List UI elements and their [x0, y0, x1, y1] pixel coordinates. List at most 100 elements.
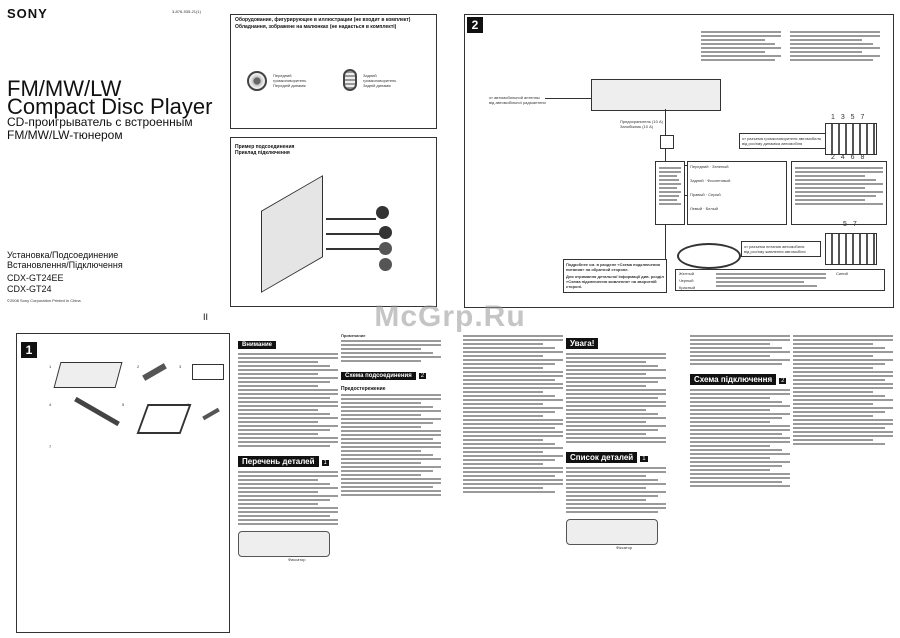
front-speaker-label-2: громкоговоритель [273, 78, 307, 83]
rear-speaker-label-2: громкоговоритель [363, 78, 397, 83]
table-cell: Правый [690, 192, 705, 197]
harness-part-icon [192, 364, 224, 380]
model-1: CDX-GT24EE [7, 273, 64, 283]
part-marker: 4 [49, 402, 52, 407]
table-row: Правый · Серый [690, 192, 721, 197]
power-connector-icon [825, 233, 877, 265]
head-unit-illustration [261, 175, 323, 293]
step-2-badge: 2 [418, 373, 427, 379]
step-1-badge-uk: 1 [640, 456, 648, 462]
table-cell: Серый [708, 192, 721, 197]
speaker-connector-icon [376, 206, 389, 219]
connection-ru-header: Схема подсоединения [341, 372, 416, 380]
fig1-panel: 1 1 2 3 4 5 6 7 [16, 333, 230, 633]
example-title-ru: Пример подсоединения [235, 144, 295, 150]
fixer-label-uk: Фіксатор [616, 545, 633, 550]
connector-block-icon [825, 123, 877, 155]
fuse-label-uk: Запобіжник (10 A) [620, 124, 654, 129]
model-2: CDX-GT24 [7, 284, 52, 294]
wire-black: Черный [679, 278, 694, 283]
sony-logo: SONY [7, 6, 48, 21]
parts-list-uk-header: Список деталей [566, 452, 638, 463]
table-cell: Передний [690, 164, 709, 169]
parts-list-ru-header: Перечень деталей [238, 456, 319, 467]
fixer-illustration-uk [566, 519, 658, 545]
connection-uk-header: Схема підключення [690, 374, 777, 385]
warning-uk-header: Увага! [566, 338, 599, 349]
equipment-title-ru: Оборудование, фигурирующее в иллюстрации… [235, 17, 411, 23]
equipment-box: Оборудование, фигурирующее в иллюстрации… [230, 14, 437, 129]
table-cell: Зеленый [712, 164, 729, 169]
example-box: Пример подсоединения Приклад підключення [230, 137, 437, 307]
part-marker: 7 [49, 444, 52, 449]
speaker-wire-table: Передний · Зеленый Задний · Фиолетовый П… [687, 161, 787, 225]
rear-connector-label-2: від роз'єму динаміка автомобіля [742, 141, 803, 146]
table-cell: Фиолетовый [707, 178, 731, 183]
fig2-note-uk: Для отримання детальної інформації див. … [566, 274, 664, 289]
speaker-wire-table-left [655, 161, 685, 225]
copyright: ©2008 Sony Corporation Printed in China [7, 298, 81, 303]
product-title-ru-1: CD-проигрыватель с встроенным [7, 115, 193, 129]
power-connector-label-2: від роз'єму живлення автомобіля [744, 249, 806, 254]
fig2-note: Подробнее см. в разделе «Схема подключен… [563, 259, 667, 293]
equipment-title-uk: Обладнання, зображене на малюнках (не на… [235, 24, 397, 30]
rear-speaker-label-3: Задній динамік [363, 83, 391, 88]
part-marker: 2 [137, 364, 140, 369]
bracket-part-icon [74, 396, 120, 427]
front-speaker-label-3: Передній динамік [273, 83, 306, 88]
column-6 [793, 333, 893, 633]
fig2-note-ru: Подробнее см. в разделе «Схема подключен… [566, 262, 661, 272]
document-code: 3-876-935-21(1) [172, 9, 201, 14]
column-3 [463, 333, 563, 633]
part-marker: 5 [122, 402, 125, 407]
note-heading-ru: Примечание [341, 333, 366, 338]
head-unit-rear-illustration [591, 79, 721, 111]
pins-bottom: 2 4 6 8 [831, 154, 865, 161]
product-title-ru-2: FM/MW/LW-тюнером [7, 128, 123, 142]
pins-right: 5 7 [843, 221, 857, 228]
rear-speaker-icon [343, 69, 357, 91]
fuse-label: Предохранитель (10 A) [620, 119, 663, 124]
screw-part-icon [202, 407, 220, 421]
table-row: Передний · Зеленый [690, 164, 729, 169]
example-title-uk: Приклад підключення [235, 150, 290, 156]
precautions-heading: Предостережение [341, 386, 386, 392]
install-ru: Установка/Подсоединение [7, 250, 119, 260]
pins-top: 1 3 5 7 [831, 114, 865, 121]
product-title-en-2: Compact Disc Player [7, 94, 213, 119]
front-speaker-icon [247, 71, 267, 91]
part-marker: 1 [49, 364, 52, 369]
product-title-en-1: FM/MW/LW [7, 76, 122, 101]
antenna-label-1: от автомобильной антенны [489, 95, 540, 100]
fixer-label-ru: Фиксатор [288, 557, 306, 562]
fig2-top-note-right [790, 29, 880, 63]
frame-part-icon [136, 404, 192, 434]
table-row: Левый · Белый [690, 206, 718, 211]
harness-loop-illustration [677, 243, 741, 269]
rear-connector-label-1: от разъема громкоговорителя автомобиля [742, 136, 821, 141]
page-mark: II [203, 312, 209, 322]
head-unit-part-icon [53, 362, 123, 388]
fig2-panel: 2 от автомобильной антенны від автомобіл… [464, 14, 894, 308]
rear-connector-label: от разъема громкоговорителя автомобиля в… [739, 133, 829, 149]
part-marker: 6 [187, 402, 190, 407]
rear-speaker-label-1: Задний [363, 73, 377, 78]
part-marker: 3 [179, 364, 182, 369]
step-1-badge: 1 [321, 460, 329, 466]
key-part-icon [142, 363, 167, 381]
speaker-connector-icon [379, 226, 392, 239]
fig2-number: 2 [467, 17, 483, 33]
table-cell: Белый [705, 206, 718, 211]
table-row: Задний · Фиолетовый [690, 178, 731, 183]
speaker-wire-table-right [791, 161, 887, 225]
power-connector-label-1: от разъема питания автомобиля [744, 244, 805, 249]
speaker-connector-icon [379, 242, 392, 255]
wire-yellow: Желтый [679, 271, 695, 276]
fig1-number: 1 [21, 342, 37, 358]
antenna-label-2: від автомобільної радіоантени [489, 100, 546, 105]
front-speaker-label-1: Передний [273, 73, 292, 78]
warning-header: Внимание [238, 341, 276, 349]
